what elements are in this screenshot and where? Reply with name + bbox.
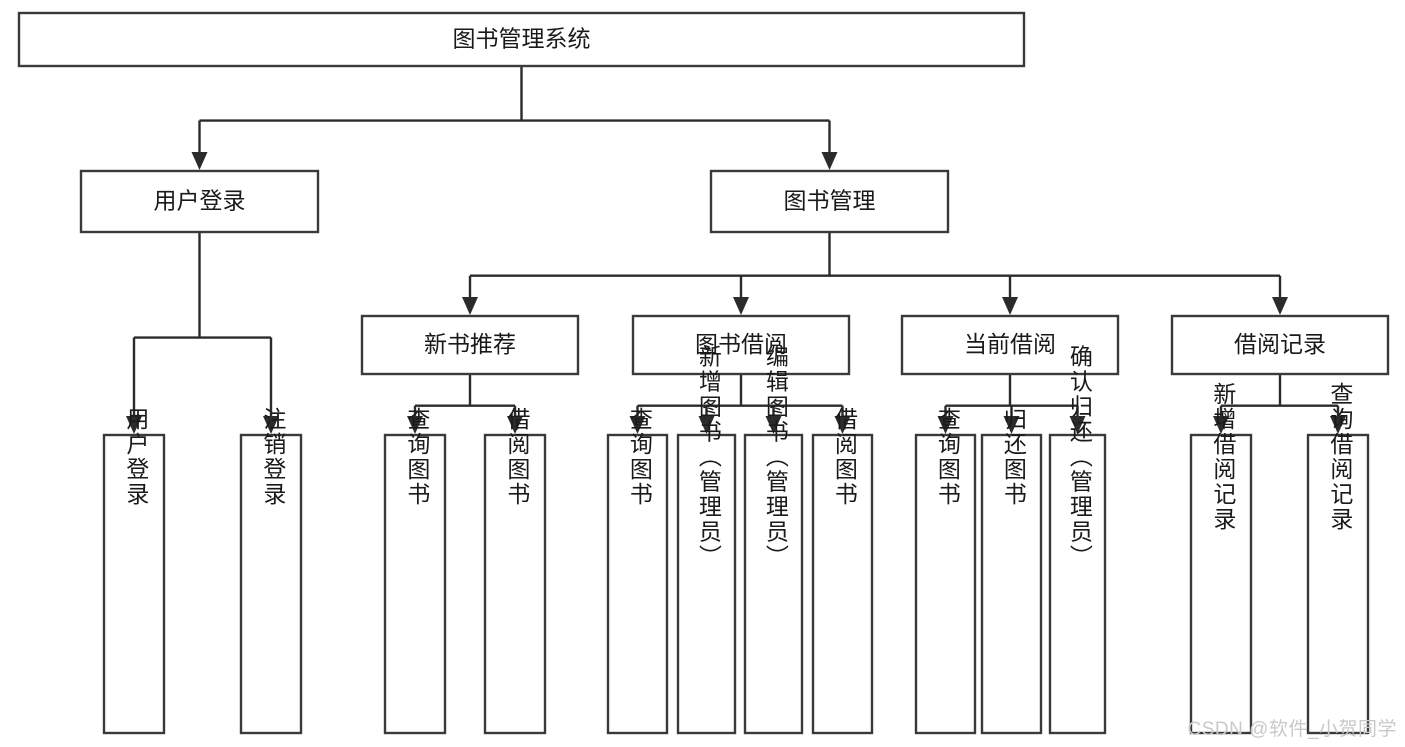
node-leaf-query-book-a[interactable]: 查询图书 (383, 407, 447, 735)
node-box (79, 169, 320, 234)
node-label: 新增借阅记录 (1210, 382, 1237, 532)
node-box (811, 433, 874, 735)
node-current-borrow[interactable]: 当前借阅 (900, 314, 1120, 376)
node-box (914, 433, 977, 735)
node-leaf-return-book[interactable]: 归还图书 (980, 407, 1043, 735)
node-label: 注销登录 (260, 407, 287, 507)
node-box (631, 314, 851, 376)
arrow-head-icon (1213, 416, 1229, 434)
node-box (1170, 314, 1390, 376)
arrow-head-icon (507, 416, 523, 434)
node-label: 借阅图书 (831, 407, 858, 507)
node-label: 借阅记录 (1234, 331, 1326, 357)
arrow-head-icon (407, 416, 423, 434)
node-box (239, 433, 303, 735)
node-leaf-query-record[interactable]: 查询借阅记录 (1306, 382, 1370, 735)
node-label: 用户登录 (154, 188, 246, 214)
node-root[interactable]: 图书管理系统 (17, 11, 1026, 68)
arrow-head-icon (698, 416, 715, 434)
node-user-login[interactable]: 用户登录 (79, 169, 320, 234)
arrow-head-icon (1002, 297, 1018, 315)
node-leaf-query-book-b[interactable]: 查询图书 (606, 407, 669, 735)
node-book-manage[interactable]: 图书管理 (709, 169, 950, 234)
node-label: 查询图书 (934, 407, 961, 507)
node-leaf-borrow-book-a[interactable]: 借阅图书 (483, 407, 547, 735)
node-leaf-add-book[interactable]: 新增图书（管理员） (676, 345, 737, 735)
node-label: 归还图书 (1000, 407, 1027, 507)
arrow-head-icon (1330, 416, 1346, 434)
node-leaf-borrow-book-b[interactable]: 借阅图书 (811, 407, 874, 735)
node-leaf-add-record[interactable]: 新增借阅记录 (1189, 382, 1253, 735)
node-box (102, 433, 166, 735)
node-box (17, 11, 1026, 68)
node-label: 用户登录 (123, 407, 150, 507)
arrow-head-icon (733, 297, 749, 315)
arrow-head-icon (191, 152, 208, 170)
node-label: 确认归还（管理员） (1066, 345, 1093, 570)
arrow-head-icon (126, 416, 142, 434)
node-leaf-logout[interactable]: 注销登录 (239, 407, 303, 735)
node-new-book-rec[interactable]: 新书推荐 (360, 314, 580, 376)
node-box (383, 433, 447, 735)
node-box (606, 433, 669, 735)
arrow-head-icon (263, 416, 279, 434)
node-box (1189, 433, 1253, 735)
node-label: 图书管理系统 (453, 26, 591, 52)
node-box (360, 314, 580, 376)
node-borrow-record[interactable]: 借阅记录 (1170, 314, 1390, 376)
arrow-head-icon (462, 297, 478, 315)
arrow-head-icon (1272, 297, 1288, 315)
arrow-head-icon (765, 416, 782, 434)
node-label: 图书借阅 (695, 331, 787, 357)
node-label: 借阅图书 (504, 407, 531, 507)
node-leaf-user-login[interactable]: 用户登录 (102, 407, 166, 735)
node-label: 当前借阅 (964, 331, 1056, 357)
arrow-head-icon (629, 416, 646, 434)
arrow-head-icon (821, 152, 838, 170)
node-label: 图书管理 (784, 188, 876, 214)
node-box (483, 433, 547, 735)
edges-layer (126, 66, 1346, 434)
node-leaf-edit-book[interactable]: 编辑图书（管理员） (743, 345, 804, 735)
node-book-borrow[interactable]: 图书借阅 (631, 314, 851, 376)
node-label: 编辑图书（管理员） (762, 345, 789, 570)
node-label: 新书推荐 (424, 331, 516, 357)
arrow-head-icon (1003, 416, 1020, 434)
node-label: 新增图书（管理员） (695, 345, 722, 570)
node-box (743, 433, 804, 735)
node-box (676, 433, 737, 735)
node-label: 查询图书 (404, 407, 431, 507)
node-label: 查询图书 (626, 407, 653, 507)
node-leaf-confirm-return[interactable]: 确认归还（管理员） (1048, 345, 1107, 735)
node-box (1048, 433, 1107, 735)
arrow-head-icon (834, 416, 851, 434)
node-box (709, 169, 950, 234)
arrow-head-icon (1069, 416, 1086, 434)
arrow-head-icon (937, 416, 954, 434)
node-label: 查询借阅记录 (1327, 382, 1354, 532)
nodes-layer: 图书管理系统用户登录图书管理新书推荐图书借阅当前借阅借阅记录用户登录注销登录查询… (17, 11, 1390, 735)
node-leaf-query-book-c[interactable]: 查询图书 (914, 407, 977, 735)
node-box (1306, 433, 1370, 735)
csdn-watermark: CSDN @软件_小贺同学 (1187, 719, 1397, 740)
node-box (900, 314, 1120, 376)
node-box (980, 433, 1043, 735)
